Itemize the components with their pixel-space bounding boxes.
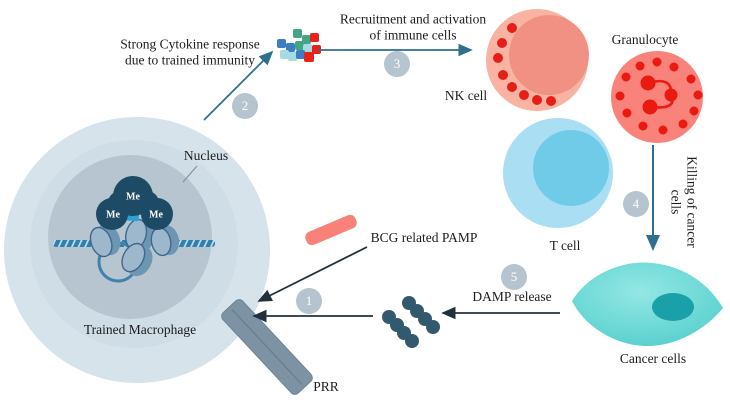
cancer-cell-body: [572, 262, 723, 347]
trained-macrophage-cell: [4, 117, 270, 383]
nk-cell-label: NK cell: [444, 87, 488, 103]
granulocyte-label: Granulocyte: [611, 31, 679, 47]
cytokine-squares: [277, 29, 321, 62]
cytokine-response-line2: due to trained immunity: [124, 53, 256, 68]
cancer-cells-label: Cancer cells: [619, 350, 687, 366]
t-cell-inner: [533, 130, 609, 206]
prr-label: PRR: [313, 378, 339, 394]
cytokine-response-line1: Strong Cytokine response: [120, 36, 260, 52]
recruitment-line1: Recruitment and activation: [339, 11, 487, 27]
t-cell: [503, 118, 613, 228]
methyl-me-label: Me: [126, 191, 140, 203]
nk-granules: [493, 23, 556, 106]
granulocyte-cell: [611, 51, 703, 143]
arrows: [182, 43, 660, 323]
histone: [121, 242, 153, 277]
recruitment-line2: of immune cells: [369, 28, 457, 43]
nucleus-label: Nucleus: [183, 147, 229, 163]
histone-cluster: [89, 218, 180, 277]
cancer-cell-nucleus: [652, 293, 694, 321]
nucleus-pointer-line: [182, 165, 198, 183]
granulocyte-granules: [615, 57, 703, 135]
pamp-rod: [305, 214, 357, 246]
step-circle-2: 2: [232, 93, 258, 119]
granulocyte-body: [611, 51, 703, 143]
nk-cell: [486, 9, 589, 111]
step-circle-5: 5: [501, 264, 527, 290]
methyl-me-label: Me: [149, 209, 163, 221]
killing-line2: cells: [668, 189, 683, 215]
trained-macrophage-label: Trained Macrophage: [83, 321, 197, 337]
granulocyte-nucleus: [640, 75, 678, 115]
arrow-pamp-to-prr: [257, 246, 368, 302]
bcg-pamp-label: BCG related PAMP: [370, 229, 478, 245]
killing-line1: Killing of cancer: [684, 156, 700, 248]
histone: [89, 224, 121, 258]
step-circle-4: 4: [623, 191, 649, 217]
damp-beads: [382, 296, 440, 348]
cancer-cell: [572, 262, 723, 347]
arrow-step2: [203, 50, 274, 121]
step-circle-1: 1: [296, 288, 322, 314]
prr-receptor: [221, 299, 313, 395]
damp-release-label: DAMP release: [472, 288, 552, 304]
nk-cell-inner: [509, 15, 589, 95]
cytokine-response-label: Strong Cytokine response due to trained …: [120, 37, 260, 70]
methyl-me-label: Me: [106, 209, 120, 221]
killing-cancer-label: Killing of cancer cells: [667, 156, 700, 248]
methylation-clouds: [96, 176, 173, 230]
recruitment-label: Recruitment and activation of immune cel…: [340, 12, 486, 45]
step-circle-3: 3: [384, 51, 410, 77]
t-cell-label: T cell: [549, 237, 581, 253]
